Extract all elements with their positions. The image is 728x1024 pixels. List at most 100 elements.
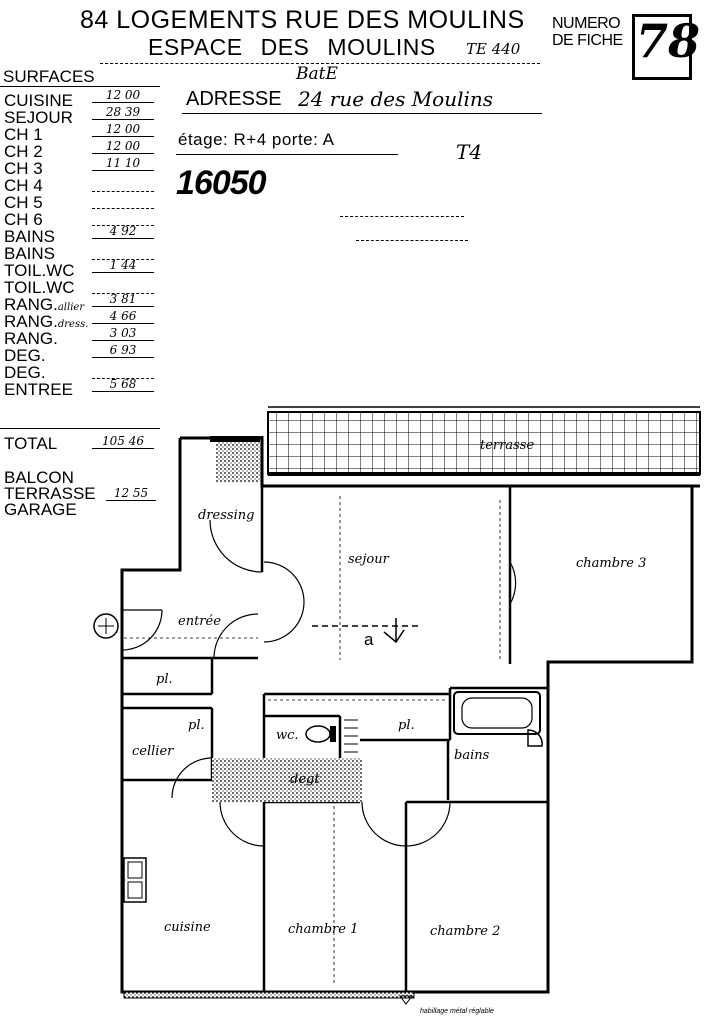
surface-value-blank bbox=[92, 177, 154, 192]
total-row: TOTAL bbox=[4, 435, 57, 452]
surface-value: 12 00 bbox=[92, 122, 154, 137]
terrasse-label: TERRASSE bbox=[4, 484, 96, 503]
header-divider bbox=[100, 63, 540, 64]
terrasse-value: 12 55 bbox=[106, 486, 156, 501]
address-value: 24 rue des Moulins bbox=[298, 87, 494, 111]
surface-value: 12 00 bbox=[92, 88, 154, 103]
room-cellier: cellier bbox=[132, 744, 174, 759]
surface-row-label: CH 4 bbox=[4, 177, 43, 194]
batiment: BatE bbox=[296, 64, 338, 84]
apartment-type: T4 bbox=[456, 140, 483, 164]
surface-label: CH 3 bbox=[4, 159, 43, 178]
room-dressing: dressing bbox=[198, 508, 255, 523]
surface-label: TOIL.WC bbox=[4, 278, 75, 297]
surface-row-label: CH 5 bbox=[4, 194, 43, 211]
surface-row-label: BAINS bbox=[4, 228, 55, 245]
surface-row-label: CH 2 bbox=[4, 143, 43, 160]
kitchen-sink bbox=[123, 857, 147, 903]
balcon-label: BALCON bbox=[4, 468, 74, 487]
toilet-bowl bbox=[305, 725, 331, 743]
fiche-box bbox=[632, 14, 692, 80]
surface-row-label: DEG. bbox=[4, 364, 46, 381]
total-label: TOTAL bbox=[4, 434, 58, 453]
surface-value: 5 68 bbox=[92, 377, 154, 392]
surface-label: RANG. bbox=[4, 312, 58, 331]
etage-underline bbox=[176, 154, 398, 155]
placard-label: pl. bbox=[398, 718, 415, 733]
total-value: 105 46 bbox=[92, 434, 154, 449]
surface-value: 3 81 bbox=[92, 292, 154, 307]
surface-label: CH 6 bbox=[4, 210, 43, 229]
footer-note: habillage métal réglable bbox=[420, 1008, 494, 1015]
room-wc: wc. bbox=[276, 728, 299, 743]
surface-label: CH 1 bbox=[4, 125, 43, 144]
room-entree: entrée bbox=[178, 614, 221, 629]
surface-label: DEG. bbox=[4, 363, 46, 382]
surface-label: CH 5 bbox=[4, 193, 43, 212]
surface-value-blank bbox=[92, 211, 154, 226]
surface-row-label: TOIL.WC bbox=[4, 262, 75, 279]
surface-value: 3 03 bbox=[92, 326, 154, 341]
fiche-label: NUMERO DE FICHE bbox=[552, 15, 623, 49]
surface-row-label: BAINS bbox=[4, 245, 55, 262]
surface-value: 28 39 bbox=[92, 105, 154, 120]
surface-value: 6 93 bbox=[92, 343, 154, 358]
surface-row-label: RANG.allier bbox=[4, 296, 84, 316]
total-divider bbox=[0, 428, 160, 429]
surface-label: RANG. bbox=[4, 295, 58, 314]
surface-row-label: TOIL.WC bbox=[4, 279, 75, 296]
surface-value: 4 92 bbox=[92, 224, 154, 239]
title-word-espace: ESPACE bbox=[148, 34, 243, 60]
surface-note: dress. bbox=[57, 319, 89, 330]
etage-porte: étage: R+4 porte: A bbox=[178, 130, 335, 149]
surface-label: CH 4 bbox=[4, 176, 43, 195]
surface-label: RANG. bbox=[4, 329, 58, 348]
surface-label: CH 2 bbox=[4, 142, 43, 161]
surface-row-label: CH 6 bbox=[4, 211, 43, 228]
room-chambre-1: chambre 1 bbox=[288, 922, 359, 937]
title-line-1: 84 LOGEMENTS RUE DES MOULINS bbox=[80, 6, 525, 34]
title-word-moulins: MOULINS bbox=[327, 34, 436, 60]
address-underline bbox=[182, 113, 542, 114]
dashed-line bbox=[356, 240, 468, 241]
surface-row-label: ENTREE bbox=[4, 381, 73, 398]
surface-value: 11 10 bbox=[92, 156, 154, 171]
surface-value: 1 44 bbox=[92, 258, 154, 273]
surface-value-blank bbox=[92, 279, 154, 294]
surface-value-blank bbox=[92, 245, 154, 260]
fiche-number: 78 bbox=[636, 14, 701, 68]
surface-row-label: DEG. bbox=[4, 347, 46, 364]
surface-label: BAINS bbox=[4, 227, 56, 246]
room-degt: degt bbox=[290, 772, 320, 787]
surface-label: DEG. bbox=[4, 346, 46, 365]
placard-label: pl. bbox=[188, 718, 205, 733]
surface-label: SEJOUR bbox=[4, 108, 73, 127]
surface-label: ENTREE bbox=[4, 380, 73, 399]
degt-floor bbox=[212, 758, 362, 802]
room-chambre-2: chambre 2 bbox=[430, 924, 501, 939]
garage-label: GARAGE bbox=[4, 500, 77, 519]
surfaces-heading: SURFACES bbox=[3, 67, 95, 86]
surface-row-label: CUISINE bbox=[4, 92, 73, 109]
surfaces-divider bbox=[0, 86, 160, 87]
room-terrasse: terrasse bbox=[480, 438, 535, 453]
section-mark: a bbox=[364, 630, 374, 649]
surface-row-label: CH 1 bbox=[4, 126, 43, 143]
surface-note: allier bbox=[57, 302, 85, 313]
placard-label: pl. bbox=[156, 672, 173, 687]
surface-label: CUISINE bbox=[4, 91, 73, 110]
room-cuisine: cuisine bbox=[164, 920, 211, 935]
apartment-code: 16050 bbox=[176, 164, 267, 202]
title-line-2: ESPACE DES MOULINS bbox=[148, 34, 436, 61]
surface-label: TOIL.WC bbox=[4, 261, 75, 280]
surface-row-label: RANG.dress. bbox=[4, 313, 88, 333]
door-swings bbox=[121, 519, 517, 847]
address-label: ADRESSE bbox=[186, 88, 282, 110]
title-word-des: DES bbox=[260, 34, 310, 60]
surface-value-blank bbox=[92, 364, 154, 379]
room-chambre-3: chambre 3 bbox=[576, 556, 647, 571]
meter-symbol bbox=[93, 613, 119, 639]
surface-row-label: RANG. bbox=[4, 330, 58, 347]
surface-value: 12 00 bbox=[92, 139, 154, 154]
